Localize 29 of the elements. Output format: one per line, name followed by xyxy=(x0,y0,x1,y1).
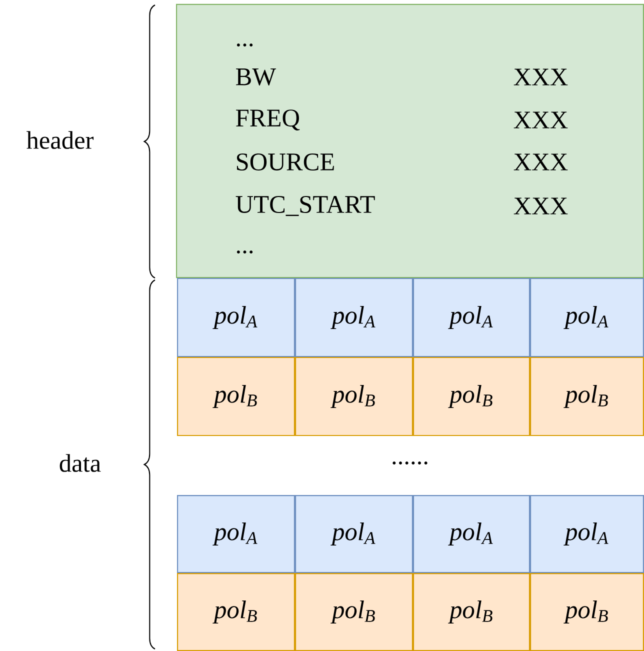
data-cell: pol$_{B}$ xyxy=(412,356,530,436)
field-name: FREQ xyxy=(236,110,300,130)
data-cell: pol$_{A}$ xyxy=(177,495,295,573)
field-value: XXX xyxy=(514,198,568,214)
data-cell: pol$_{A}$ xyxy=(530,278,644,358)
ellipsis: ... xyxy=(236,44,253,46)
data-cell: pol$_{A}$ xyxy=(412,278,530,358)
field-value: XXX xyxy=(514,112,568,128)
data-cell: pol$_{A}$ xyxy=(530,495,644,573)
data-cell: pol$_{A}$ xyxy=(177,278,295,358)
brace-label: data xyxy=(60,454,101,472)
field-name: SOURCE xyxy=(236,154,334,171)
data-cell: pol$_{B}$ xyxy=(530,573,644,651)
data-cell: pol$_{A}$ xyxy=(412,495,530,573)
data-cell: pol$_{B}$ xyxy=(530,356,644,436)
data-cell: pol$_{B}$ xyxy=(295,356,413,436)
field-value: XXX xyxy=(514,68,568,86)
ellipsis: ...... xyxy=(392,462,428,464)
field-value: XXX xyxy=(514,154,568,170)
data-cell: pol$_{B}$ xyxy=(177,356,295,436)
field-name: BW xyxy=(236,68,276,86)
data-cell: pol$_{A}$ xyxy=(295,278,413,358)
data-cell: pol$_{B}$ xyxy=(412,573,530,651)
field-name: UTC_START xyxy=(236,196,375,216)
data-cell: pol$_{B}$ xyxy=(295,573,413,651)
data-cell: pol$_{B}$ xyxy=(177,573,295,651)
data-cell: pol$_{A}$ xyxy=(295,495,413,573)
ellipsis: ... xyxy=(236,250,253,254)
brace-label: header xyxy=(26,131,94,149)
